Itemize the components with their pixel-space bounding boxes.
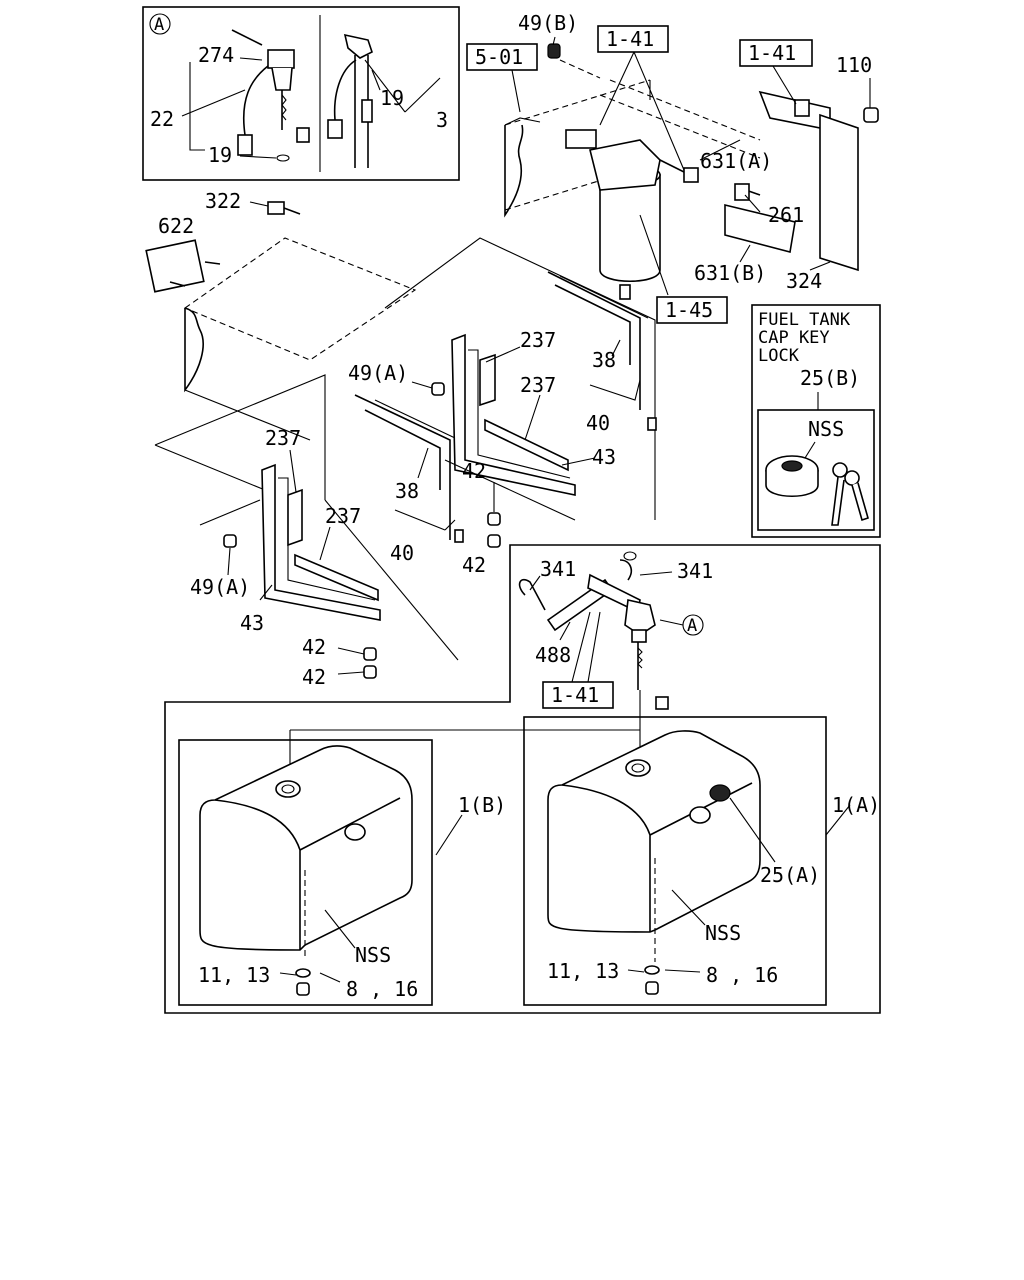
- callout-40-right: 40: [586, 411, 610, 435]
- callout-43-right: 43: [592, 445, 616, 469]
- callout-8-16-left: 8 , 16: [346, 977, 418, 1001]
- callout-110: 110: [836, 53, 872, 77]
- callout-42-c: 42: [302, 635, 326, 659]
- inset-a-marker: A: [154, 15, 164, 35]
- callout-1-41-right: 1-41: [748, 41, 796, 65]
- callout-8-16-right: 8 , 16: [706, 963, 778, 987]
- callout-49a-lower: 49(A): [190, 575, 250, 599]
- callout-19-right: 19: [380, 86, 404, 110]
- callout-43-left: 43: [240, 611, 264, 635]
- callout-1b: 1(B): [458, 793, 506, 817]
- callout-49b: 49(B): [518, 11, 578, 35]
- callout-237-d: 237: [520, 373, 556, 397]
- callout-11-13-right: 11, 13: [547, 959, 619, 983]
- callout-nss-1a: NSS: [705, 921, 741, 945]
- callout-25a: 25(A): [760, 863, 820, 887]
- callout-324: 324: [786, 269, 822, 293]
- ref-box-5-01: [466, 43, 538, 71]
- ref-box-1-45: [656, 296, 728, 324]
- callout-1-45: 1-45: [665, 298, 713, 322]
- inset-a-sender-unit: A 274 22 19 19 3: [142, 6, 460, 181]
- callout-25b: 25(B): [800, 366, 860, 390]
- fuel-tank-1a: 1(A) 25(A) NSS 11, 13 8 , 16: [547, 730, 880, 995]
- key-icon: [831, 462, 869, 526]
- callout-237-a: 237: [265, 426, 301, 450]
- callout-nss-1b: NSS: [355, 943, 391, 967]
- callout-1-41-lower: 1-41: [551, 683, 599, 707]
- callout-42-d: 42: [302, 665, 326, 689]
- callout-322: 322: [205, 189, 241, 213]
- callout-631b: 631(B): [694, 261, 766, 285]
- callout-274: 274: [198, 43, 234, 67]
- mounting-plate-group: 322 622: [145, 189, 417, 441]
- ref-box-1-41-right: [739, 39, 813, 67]
- callout-5-01: 5-01: [475, 45, 523, 69]
- ref-box-1-41-lower: [542, 681, 614, 709]
- callout-40-left: 40: [390, 541, 414, 565]
- cap-box-title-line3: LOCK: [758, 346, 800, 366]
- callout-11-13-left: 11, 13: [198, 963, 270, 987]
- callout-1-41-top: 1-41: [606, 27, 654, 51]
- callout-341-right: 341: [677, 559, 713, 583]
- callout-22: 22: [150, 107, 174, 131]
- callout-nss-cap: NSS: [808, 417, 844, 441]
- callout-42-b: 42: [462, 553, 486, 577]
- tank-options-frame: [164, 544, 881, 1014]
- fuel-sender-assembly: A 341 341 488 1-41: [518, 551, 713, 710]
- callout-42-a: 42: [462, 459, 486, 483]
- fuel-tank-cap-key-lock-box: FUEL TANK CAP KEY LOCK 25(B) NSS: [751, 304, 881, 538]
- callout-341-left: 341: [540, 557, 576, 581]
- callout-38-left: 38: [395, 479, 419, 503]
- fuel-tank-1b: 1(B) NSS 11, 13 8 , 16: [198, 745, 506, 1001]
- callout-1a: 1(A): [832, 793, 880, 817]
- bracket-strap-group: 237 237 237 237 38 38 40 40 43 43 42 42 …: [154, 237, 657, 689]
- callout-237-b: 237: [325, 504, 361, 528]
- frame-and-filter-group: 49(B) 5-01 1-41 1-41 110 631(A) 261 631(…: [466, 11, 879, 324]
- callout-622: 622: [158, 214, 194, 238]
- callout-631a: 631(A): [700, 149, 772, 173]
- cap-box-title-line1: FUEL TANK: [758, 310, 851, 330]
- callout-261: 261: [768, 203, 804, 227]
- callout-49a-upper: 49(A): [348, 361, 408, 385]
- cap-box-title-line2: CAP KEY: [758, 328, 830, 348]
- callout-19-left: 19: [208, 143, 232, 167]
- callout-237-c: 237: [520, 328, 556, 352]
- callout-488: 488: [535, 643, 571, 667]
- callout-3: 3: [436, 108, 448, 132]
- callout-a-ref: A: [687, 616, 697, 636]
- callout-38-right: 38: [592, 348, 616, 372]
- ref-box-1-41-top: [597, 25, 669, 53]
